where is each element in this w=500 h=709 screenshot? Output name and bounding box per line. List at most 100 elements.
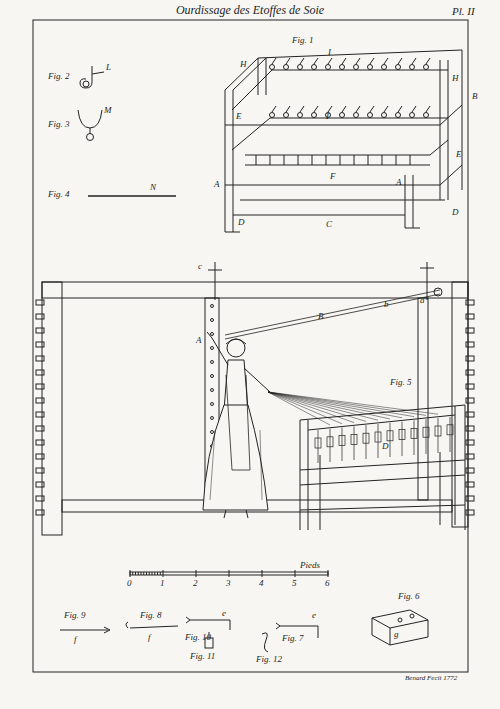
scale-subtick xyxy=(154,572,155,575)
creel-peg xyxy=(286,106,290,112)
creel-peg xyxy=(412,106,416,112)
spool xyxy=(351,434,357,444)
small-tools xyxy=(60,610,428,652)
frame-peg xyxy=(466,342,474,347)
callout-label: A xyxy=(396,178,402,187)
scale-subtick xyxy=(146,572,147,575)
spool xyxy=(375,432,381,442)
scale-subtick xyxy=(135,572,136,575)
callout-label: 6 xyxy=(325,579,330,588)
callout-label: 4 xyxy=(259,579,264,588)
frame-peg xyxy=(36,398,44,403)
peg-loop xyxy=(410,65,415,70)
frame-hole xyxy=(211,333,214,336)
plate-title: Ourdissage des Etoffes de Soie xyxy=(0,3,500,18)
callout-label: 5 xyxy=(292,579,297,588)
callout-label: E xyxy=(236,112,242,121)
spool xyxy=(435,426,441,436)
spool xyxy=(327,437,333,447)
creel-rod xyxy=(340,155,341,165)
frame-peg xyxy=(466,356,474,361)
peg-loop xyxy=(354,65,359,70)
peg-loop xyxy=(382,113,387,118)
spool xyxy=(387,431,393,441)
warping-frame xyxy=(42,262,468,535)
peg-loop xyxy=(354,113,359,118)
warp-thread xyxy=(268,392,402,418)
frame-hole xyxy=(211,403,214,406)
callout-label: 2 xyxy=(193,579,198,588)
spool xyxy=(411,428,417,438)
creel-peg xyxy=(272,58,276,64)
peg-loop xyxy=(340,113,345,118)
creel-peg xyxy=(342,106,346,112)
scale-subtick xyxy=(141,572,142,575)
callout-label: Fig. 8 xyxy=(140,611,162,620)
callout-label: B xyxy=(472,92,478,101)
peg-loop xyxy=(340,65,345,70)
scale-subtick xyxy=(160,572,161,575)
spool xyxy=(447,425,453,435)
warp-thread xyxy=(268,392,366,421)
scale-subtick xyxy=(143,572,144,575)
creel-rod xyxy=(284,155,285,165)
callout-label: Fig. 12 xyxy=(256,655,282,664)
frame-hole xyxy=(211,361,214,364)
rod-fig4 xyxy=(88,195,176,197)
callout-label: c xyxy=(198,262,202,271)
creel-peg xyxy=(398,106,402,112)
warp-threads xyxy=(268,392,438,425)
frame-peg xyxy=(466,398,474,403)
peg-loop xyxy=(312,65,317,70)
peg-loop xyxy=(284,113,289,118)
creel-rod xyxy=(382,155,383,165)
spool-rod xyxy=(318,430,319,463)
frame-hole xyxy=(211,389,214,392)
callout-label: Fig. 1 xyxy=(292,36,314,45)
peg-loop xyxy=(270,113,275,118)
peg-loop xyxy=(270,65,275,70)
plate-border xyxy=(33,20,468,672)
scale-tick xyxy=(163,570,164,577)
creel-peg xyxy=(272,106,276,112)
scale-tick xyxy=(328,570,329,577)
callout-label: D xyxy=(238,218,245,227)
creel-peg xyxy=(356,58,360,64)
frame-peg xyxy=(466,370,474,375)
creel-rod xyxy=(312,155,313,165)
spool xyxy=(423,427,429,437)
frame-hole xyxy=(211,375,214,378)
creel-peg xyxy=(314,106,318,112)
callout-label: D xyxy=(382,442,389,451)
creel-peg xyxy=(426,58,430,64)
creel-peg xyxy=(300,58,304,64)
callout-label: Fig. 3 xyxy=(48,120,70,129)
callout-label: Fig. 9 xyxy=(64,611,86,620)
callout-label: Fig. 4 xyxy=(48,190,70,199)
frame-peg xyxy=(466,328,474,333)
callout-label: F xyxy=(330,172,336,181)
callout-label: Fig. 5 xyxy=(390,378,412,387)
creel-bench xyxy=(300,405,465,530)
frame-peg xyxy=(36,426,44,431)
spool-rod xyxy=(402,422,403,456)
scale-tick xyxy=(262,570,263,577)
frame-peg xyxy=(36,468,44,473)
creel-rod xyxy=(368,155,369,165)
peg-loop xyxy=(382,65,387,70)
scale-subtick xyxy=(132,572,133,575)
peg-loop xyxy=(424,113,429,118)
creel-peg xyxy=(356,106,360,112)
callout-label: Pieds xyxy=(300,561,320,570)
scale-subtick xyxy=(152,572,153,575)
frame-peg xyxy=(36,300,44,305)
creel-peg xyxy=(426,106,430,112)
callout-label: M xyxy=(104,106,112,115)
hook-fig3-eye xyxy=(87,134,94,141)
creel-rod xyxy=(326,155,327,165)
frame-peg xyxy=(466,482,474,487)
creel-rod xyxy=(396,155,397,165)
callout-label: e xyxy=(222,609,226,618)
warp-thread xyxy=(268,392,438,414)
peg-loop xyxy=(410,113,415,118)
